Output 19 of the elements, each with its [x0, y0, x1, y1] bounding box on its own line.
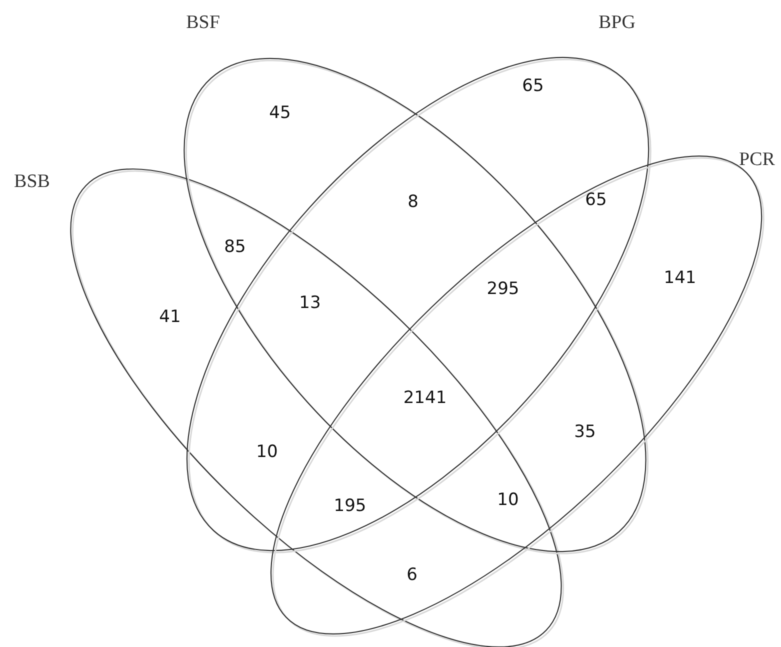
- count-label: 35: [574, 422, 596, 442]
- set-label: BPG: [598, 12, 636, 34]
- set-label: BSB: [14, 170, 50, 193]
- count-label: 6: [406, 565, 418, 585]
- count-label: 2141: [403, 388, 447, 408]
- count-label: 295: [486, 279, 520, 299]
- count-label: 65: [522, 76, 544, 96]
- count-label: 65: [585, 190, 607, 210]
- count-label: 195: [334, 496, 366, 516]
- count-label: 45: [269, 103, 291, 123]
- set-label: BSF: [186, 12, 220, 34]
- count-label: 85: [224, 237, 246, 257]
- count-label: 13: [299, 293, 321, 313]
- count-label: 10: [497, 490, 519, 510]
- count-label: 41: [159, 307, 181, 327]
- count-label: 10: [256, 442, 278, 462]
- count-label: 141: [664, 268, 696, 288]
- set-label: PCR: [739, 149, 775, 171]
- count-label: 8: [408, 192, 418, 212]
